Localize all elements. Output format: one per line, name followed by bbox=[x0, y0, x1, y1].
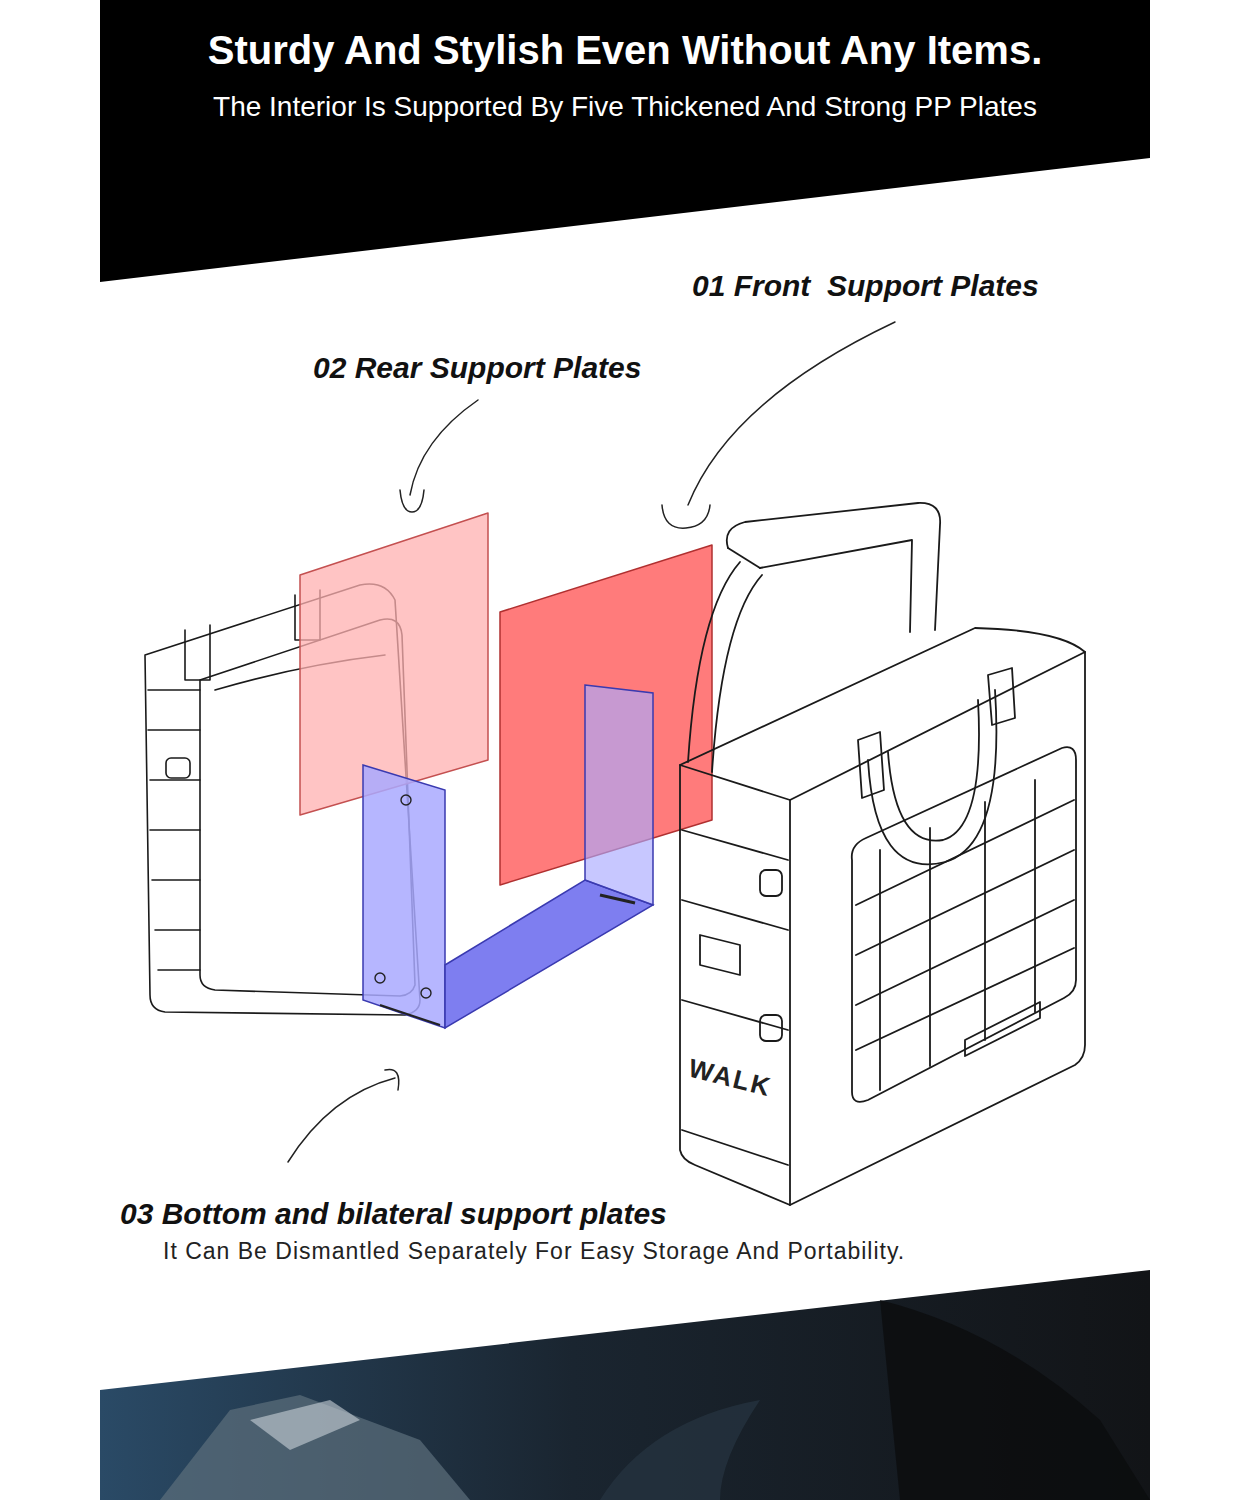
bag-sketch bbox=[680, 503, 1085, 1205]
part-label: 01 Front Support Plates bbox=[692, 268, 1039, 304]
rear-support-plate bbox=[300, 513, 488, 815]
brand-logo: WALK bbox=[682, 1052, 777, 1104]
part-label: 03 Bottom and bilateral support plates bbox=[120, 1196, 667, 1232]
subtitle: The Interior Is Supported By Five Thicke… bbox=[213, 90, 1037, 124]
page-title: Sturdy And Stylish Even Without Any Item… bbox=[208, 26, 1043, 74]
photo-band bbox=[100, 1270, 1150, 1500]
note-text: It Can Be Dismantled Separately For Easy… bbox=[163, 1238, 905, 1266]
side-support-plate bbox=[585, 685, 653, 905]
leader-line bbox=[288, 322, 895, 1162]
side-support-plate bbox=[363, 765, 445, 1028]
part-label: 02 Rear Support Plates bbox=[313, 350, 641, 386]
header-band bbox=[100, 0, 1150, 282]
bottom-support-plate bbox=[445, 880, 653, 1028]
